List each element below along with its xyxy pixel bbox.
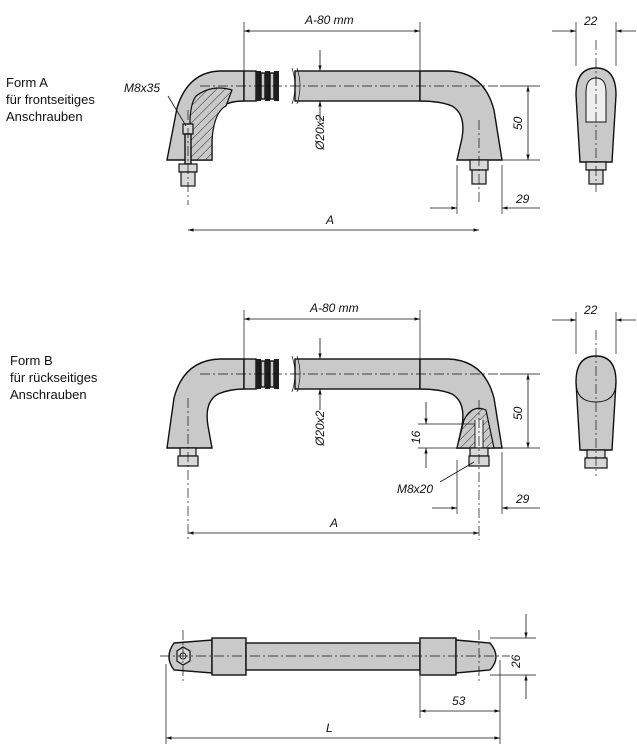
top-view-dim-length: L <box>326 721 333 735</box>
form-a-side-view: 22 <box>552 14 636 192</box>
form-b-dim-overall: A <box>329 516 338 530</box>
form-b-label-line-3: Anschrauben <box>10 387 87 402</box>
form-a-dim-side-width: 22 <box>583 14 598 28</box>
form-a-dim-length: A-80 mm <box>304 13 354 27</box>
form-a-dim-overall: A <box>325 213 334 227</box>
form-a-left-section <box>189 87 233 161</box>
form-b-side-view: 22 <box>552 303 636 476</box>
form-a-screw-callout: M8x35 <box>124 81 160 95</box>
top-view-right-end <box>455 639 497 674</box>
form-b-label-line-2: für rückseitiges <box>10 370 98 385</box>
form-b-dim-offset: 29 <box>515 492 530 506</box>
form-a-right-leg <box>419 70 503 161</box>
form-a-front-view <box>166 67 503 205</box>
form-a-label-line-1: Form A <box>6 75 48 90</box>
form-b-dim-side-width: 22 <box>583 303 598 317</box>
form-b-dim-diameter: Ø20x2 <box>313 410 327 447</box>
form-a-label-line-3: Anschrauben <box>6 109 83 124</box>
form-b-screw-callout: M8x20 <box>397 482 433 496</box>
form-b-thread-bore <box>475 420 483 448</box>
form-b-front-view <box>166 355 503 540</box>
form-a-dim-height: 50 <box>511 116 525 130</box>
form-b-left-leg <box>166 358 245 449</box>
form-a-label-line-2: für frontseitiges <box>6 92 95 107</box>
form-b-label: Form B für rückseitiges Anschrauben <box>10 352 97 403</box>
top-view-bar <box>245 642 421 671</box>
top-view-dim-end: 53 <box>452 694 466 708</box>
top-view: 26 53 L <box>160 614 536 744</box>
form-b-dim-height: 50 <box>511 406 525 420</box>
form-b-label-line-1: Form B <box>10 353 53 368</box>
form-b-dim-thread-depth: 16 <box>409 430 423 444</box>
top-view-dim-width: 26 <box>509 654 523 669</box>
form-a-dim-offset: 29 <box>515 192 530 206</box>
form-a-dim-diameter: Ø20x2 <box>313 114 327 151</box>
top-view-right-sleeve <box>419 637 457 676</box>
form-a-dimensions: A-80 mm Ø20x2 50 29 A M8x35 <box>124 13 540 232</box>
form-b-screw-leader <box>439 461 475 483</box>
form-b-dim-length: A-80 mm <box>309 301 359 315</box>
form-b-dimensions: A-80 mm Ø20x2 50 16 29 A M8x20 <box>188 301 540 535</box>
form-a-label: Form A für frontseitiges Anschrauben <box>6 74 95 125</box>
top-view-left-sleeve <box>211 637 247 676</box>
form-a-screw-leader <box>167 95 187 127</box>
